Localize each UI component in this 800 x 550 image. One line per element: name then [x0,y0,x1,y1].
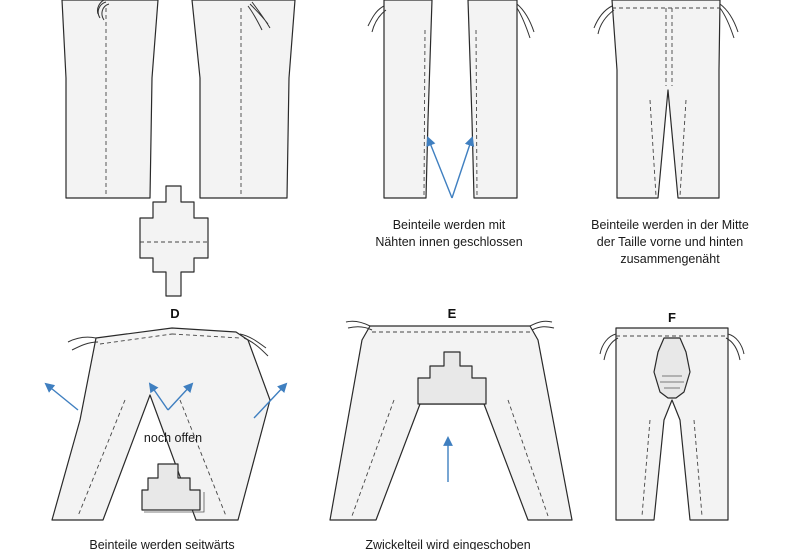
step-c-caption-line3: zusammengenäht [620,252,720,266]
step-d-caption: Beinteile werden seitwärts [89,538,234,550]
noch-offen-label: noch offen [144,431,202,445]
step-e-label: E [448,306,457,321]
step-c-panel: Beinteile werden in der Mitte der Taille… [591,0,749,266]
leg-closed-right [467,0,518,199]
waist-ties [345,320,555,331]
step-c-caption-line2: der Taille vorne und hinten [597,235,743,249]
leg-closed-left [383,0,433,199]
leg-piece-right [191,0,296,199]
step-d-panel: D noch offen Beinteile werden seitwärts [44,306,288,550]
step-a-panel [61,0,296,297]
spread-trousers [51,327,271,521]
step-e-caption: Zwickelteil wird eingeschoben [365,538,530,550]
step-f-panel: F [599,310,745,521]
gusset-piece-small [141,463,205,513]
step-e-panel: E Zwickelteil wird eingeschoben [329,306,573,550]
step-d-label: D [170,306,179,321]
leg-piece-left [61,0,159,199]
step-c-caption-line1: Beinteile werden in der Mitte [591,218,749,232]
gusset-finished [653,337,691,399]
step-f-label: F [668,310,676,325]
waist-ties [599,333,745,361]
joined-trousers [611,0,721,199]
open-arrows [44,382,288,419]
step-b-caption-line1: Beinteile werden mit [393,218,506,232]
gusset-insert [417,351,487,405]
waist-ties [593,3,739,39]
seam-arrows [426,136,475,199]
waist-ties [67,333,269,357]
step-b-panel: Beinteile werden mit Nähten innen geschl… [367,0,535,249]
finished-trousers [615,327,729,521]
waist-ties [367,3,535,39]
gusset-piece [139,185,209,297]
step-b-caption-line2: Nähten innen geschlossen [375,235,522,249]
